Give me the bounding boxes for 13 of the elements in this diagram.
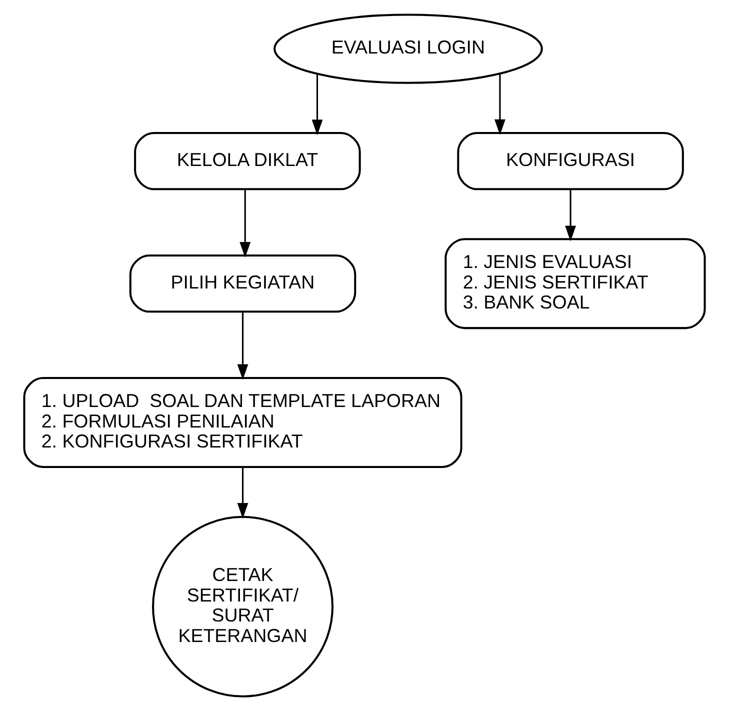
arrow — [312, 74, 323, 136]
node-ellipse: EVALUASI LOGIN — [274, 14, 543, 84]
node-box: 1. UPLOAD SOAL DAN TEMPLATE LAPORAN 2. FORMULASI PENILAIAN 2. KONFIGURASI SERTIFIKAT — [23, 377, 462, 468]
node-box: KONFIGURASI — [457, 132, 684, 190]
node-box: KELOLA DIKLAT — [134, 132, 361, 190]
node-circle: CETAK SERTIFIKAT/ SURAT KETERANGAN — [152, 516, 334, 698]
arrow — [237, 312, 248, 380]
arrow — [237, 467, 248, 519]
arrow — [240, 189, 251, 258]
node-box: 1. JENIS EVALUASI 2. JENIS SERTIFIKAT 3. BANK SOAL — [444, 238, 706, 330]
arrow — [565, 189, 576, 242]
arrow — [494, 74, 506, 135]
node-box: PILIH KEGIATAN — [129, 254, 356, 313]
